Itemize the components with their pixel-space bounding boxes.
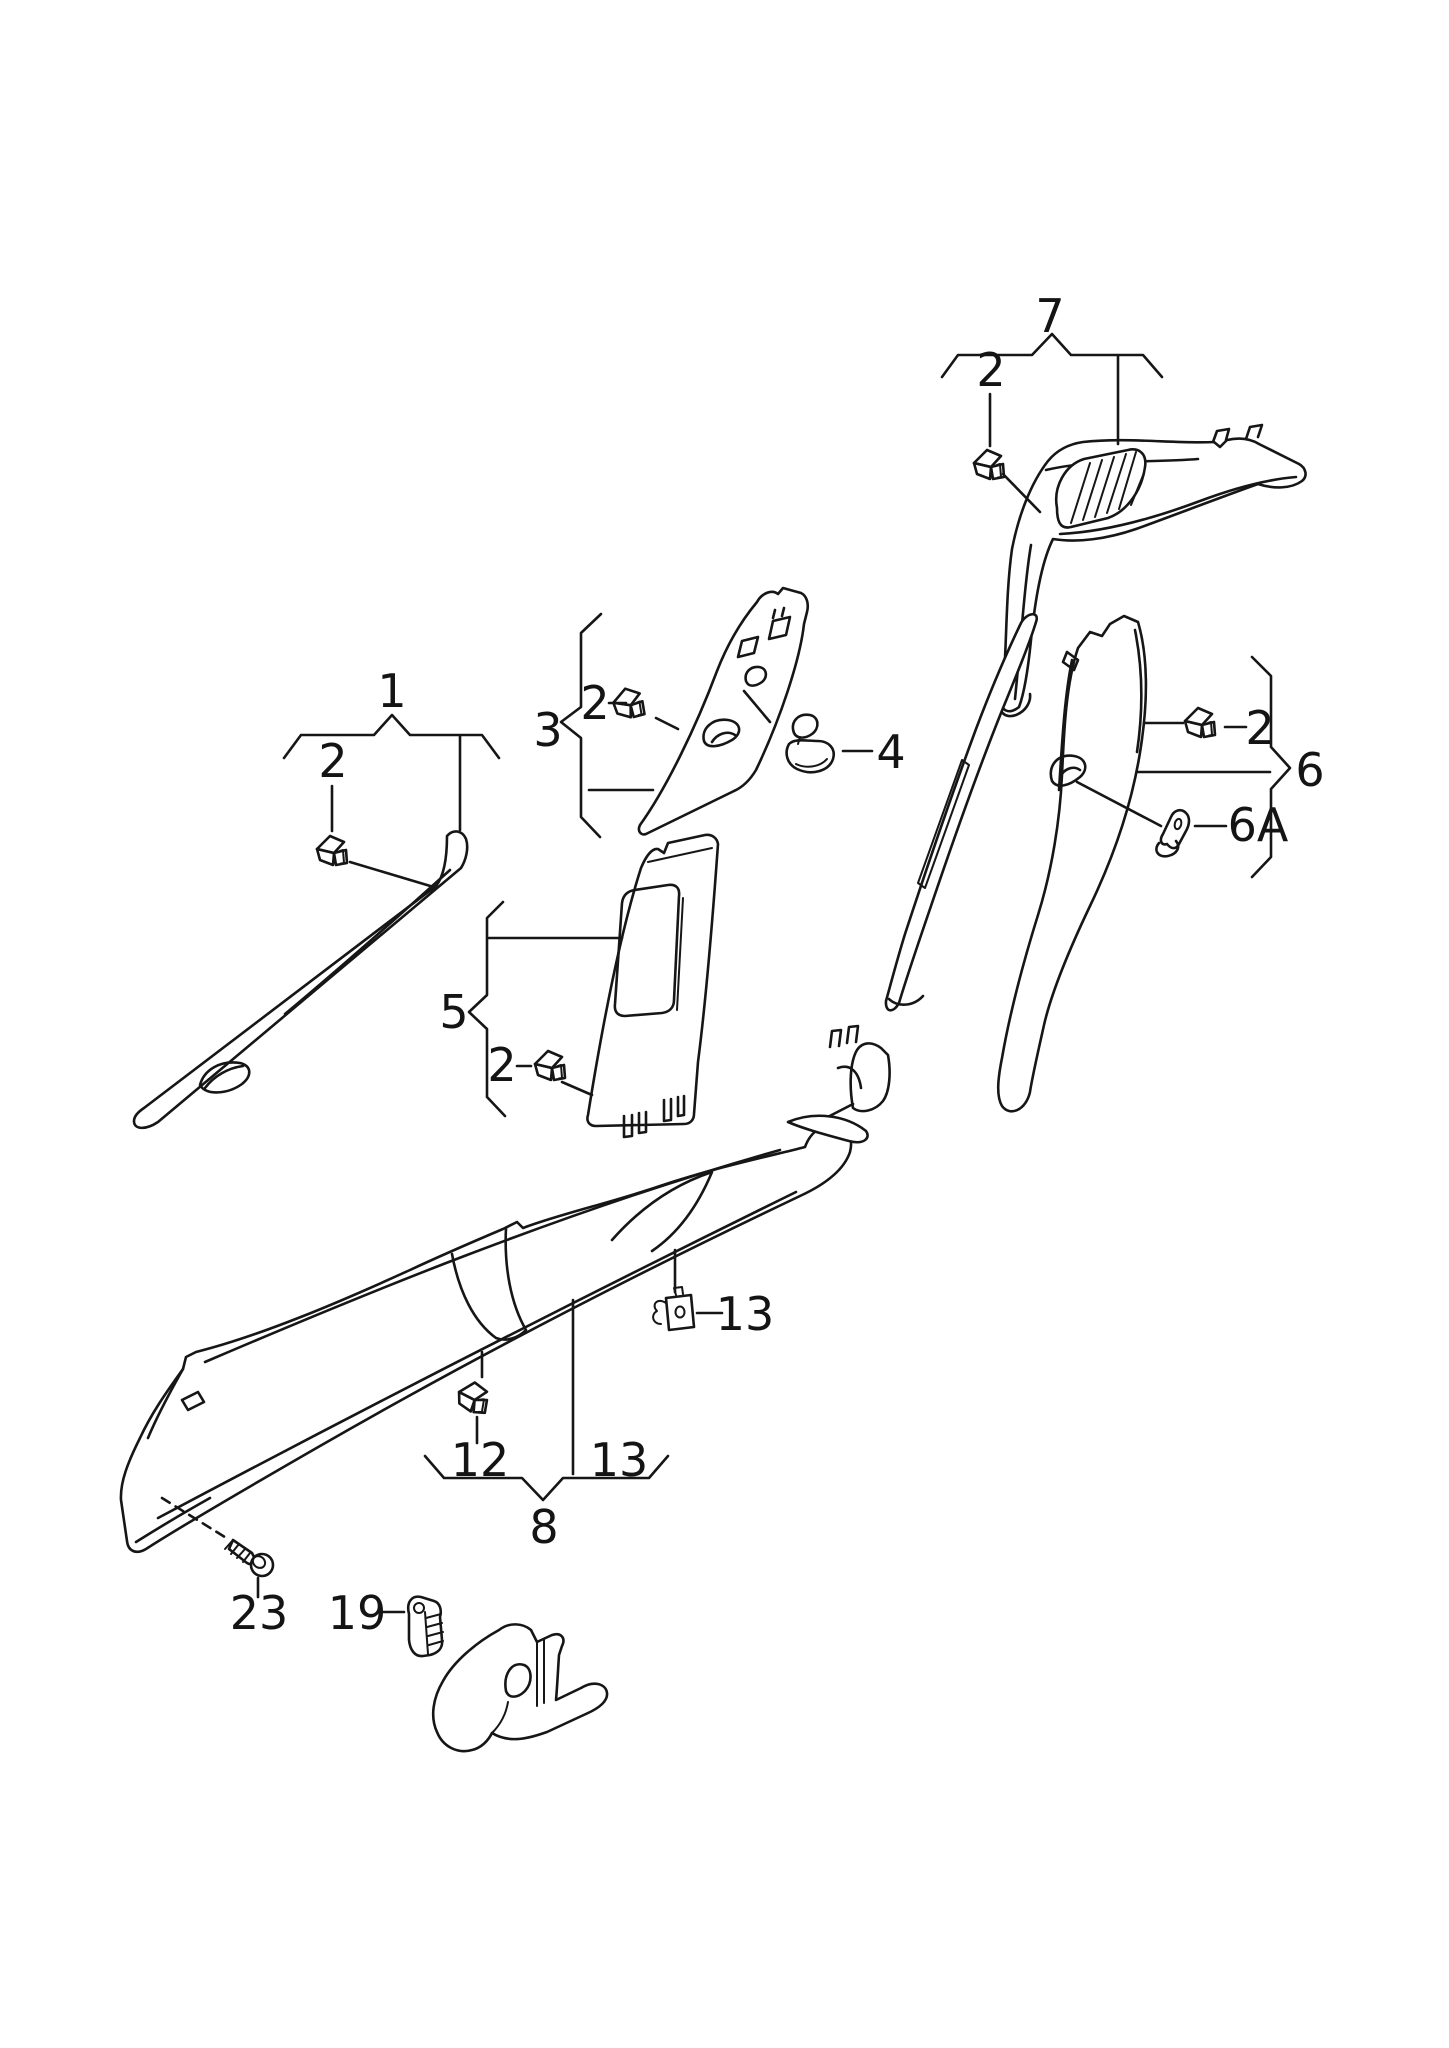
callout-1[interactable]: 1 [377, 664, 406, 718]
callout-13-group[interactable]: 13 [590, 1433, 649, 1487]
callout-23[interactable]: 23 [230, 1586, 289, 1640]
part-b-pillar-lower-trim[interactable] [586, 833, 720, 1139]
part-pillar-edge-flange[interactable] [884, 612, 1039, 1012]
callout-12[interactable]: 12 [451, 1433, 510, 1487]
part-b-pillar-upper-trim[interactable] [637, 586, 810, 836]
part-cover-cap[interactable] [785, 713, 835, 774]
callout-8[interactable]: 8 [529, 1500, 558, 1554]
leader-6a [1075, 780, 1228, 828]
bracket-6 [1250, 655, 1292, 879]
bracket-3 [559, 612, 603, 839]
callout-6[interactable]: 6 [1295, 743, 1324, 797]
leader-2-a-pillar [330, 784, 439, 890]
callout-2-d-pillar[interactable]: 2 [976, 343, 1005, 397]
bracket-7 [940, 332, 1164, 379]
callout-6a[interactable]: 6A [1228, 798, 1289, 852]
callout-4[interactable]: 4 [876, 725, 905, 779]
callout-5[interactable]: 5 [439, 985, 468, 1039]
screw-23[interactable] [224, 1538, 275, 1578]
part-sill-scuff-plate[interactable] [119, 1024, 891, 1554]
callout-2-b-upper[interactable]: 2 [580, 676, 609, 730]
handle-recess [702, 718, 741, 748]
callout-3[interactable]: 3 [533, 703, 562, 757]
leader-2-d-pillar [988, 392, 1042, 514]
bracket-8 [423, 1454, 670, 1502]
part-c-pillar-trim[interactable] [996, 614, 1148, 1113]
callout-2-b-lower[interactable]: 2 [487, 1038, 516, 1092]
part-footwell-trim[interactable] [431, 1623, 609, 1753]
bracket-1 [282, 713, 501, 760]
leader-4 [742, 689, 874, 753]
callout-13-clip[interactable]: 13 [716, 1287, 775, 1341]
leader-12 [475, 1350, 484, 1445]
callout-7[interactable]: 7 [1035, 289, 1064, 343]
clip-13[interactable] [652, 1286, 696, 1332]
leader-23-dashed [160, 1496, 230, 1541]
vent-grille [1054, 448, 1147, 529]
rivet-6a[interactable] [1155, 808, 1191, 858]
leader-13-clip [673, 1248, 724, 1315]
handle-recess [1049, 754, 1087, 787]
leader-2-c-pillar [1142, 721, 1248, 729]
bracket-5 [467, 900, 507, 1118]
window-cutout [613, 883, 681, 1018]
callout-2-c-pillar[interactable]: 2 [1245, 701, 1274, 755]
leader-2-b-upper [607, 701, 680, 731]
sill-rear-block [849, 1042, 891, 1113]
callout-19[interactable]: 19 [328, 1586, 387, 1640]
bracket-19[interactable] [406, 1595, 444, 1658]
leader-2-b-lower [515, 1064, 594, 1097]
callout-2-a-pillar[interactable]: 2 [318, 734, 347, 788]
callout-brackets [160, 332, 1292, 1614]
